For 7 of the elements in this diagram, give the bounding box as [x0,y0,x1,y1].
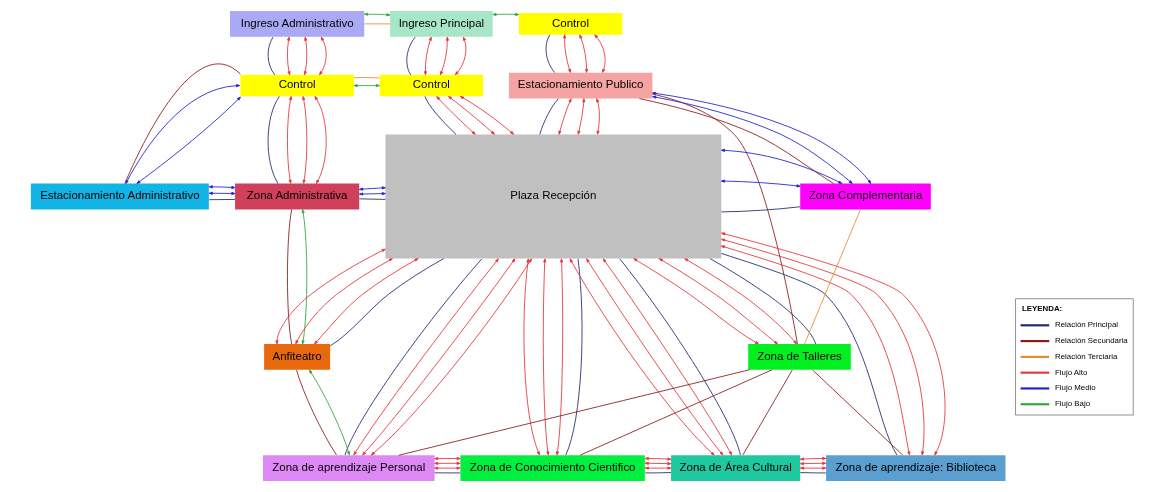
legend-label: Flujo Medio [1055,383,1096,393]
legend-label: Flujo Alto [1055,367,1088,377]
legend-label: Relación Secundaria [1055,336,1128,346]
legend-label: Flujo Bajo [1055,399,1091,409]
legend-label: Relación Principal [1055,320,1119,330]
legend-label: Relación Terciaria [1055,351,1118,361]
label: LEYENDA: [1021,303,1063,313]
